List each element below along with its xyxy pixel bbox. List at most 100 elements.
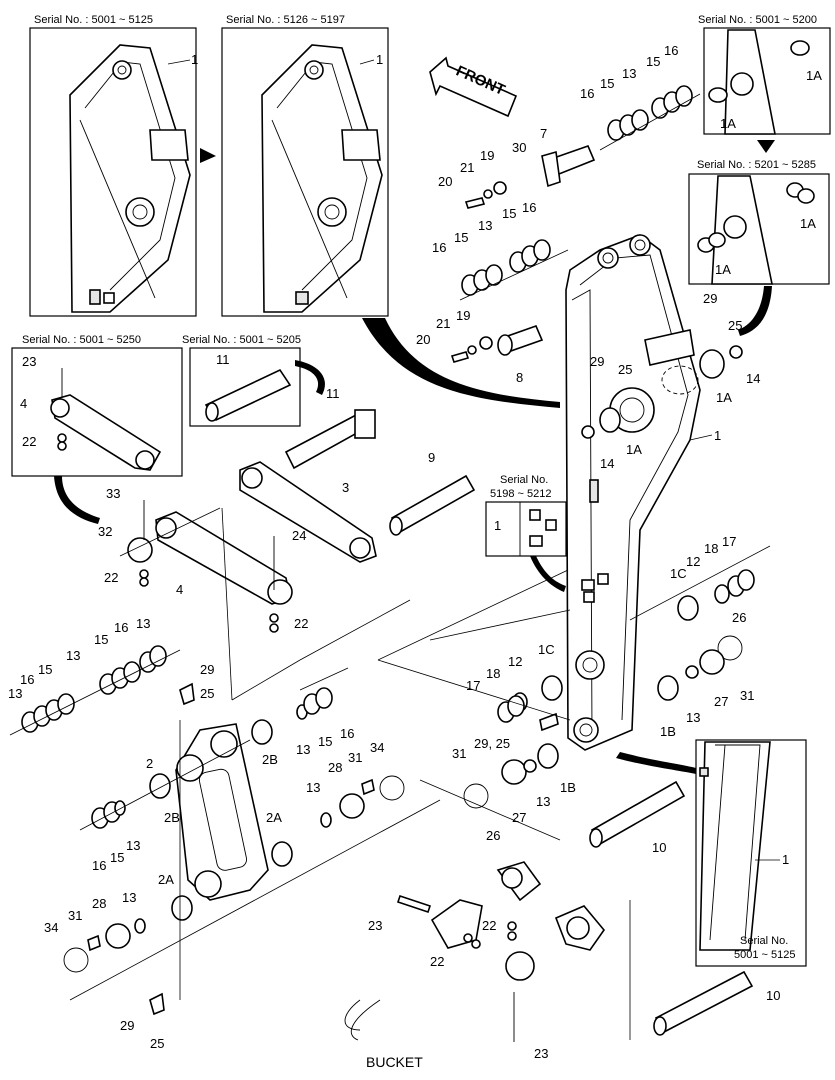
callout-15: 15 (38, 662, 52, 677)
callout-2B: 2B (164, 810, 180, 825)
callout-1: 1 (714, 428, 721, 443)
inset-label: Serial No. : 5001 ~ 5200 (698, 14, 817, 26)
link-2: 29 25 2 2B 2B 2A 2A 16 15 13 13 15 16 13… (44, 662, 405, 1051)
connector-band (54, 476, 100, 524)
callout-1A: 1A (715, 262, 731, 277)
callout-22: 22 (482, 918, 496, 933)
callout-12: 12 (686, 554, 700, 569)
callout-3: 3 (342, 480, 349, 495)
callout-9: 9 (428, 450, 435, 465)
callout-21: 21 (460, 160, 474, 175)
callout-1A: 1A (806, 68, 822, 83)
callout-19: 19 (456, 308, 470, 323)
callout-23: 23 (534, 1046, 548, 1061)
inset-boom-serial-5001-5125: Serial No. : 5001 ~ 5125 1 (29, 14, 198, 317)
callout-1A: 1A (626, 442, 642, 457)
callout-7: 7 (540, 126, 547, 141)
callout-28: 28 (92, 896, 106, 911)
arm-assembly: 1 (565, 234, 721, 751)
callout-2A: 2A (266, 810, 282, 825)
callout-26: 26 (732, 610, 746, 625)
inset-plate-serial-5198-5212: Serial No. 5198 ~ 5212 1 (485, 474, 567, 557)
link-4: 33 32 22 4 24 22 (98, 486, 308, 633)
inset-label: 5198 ~ 5212 (490, 488, 551, 500)
connector-band (362, 318, 560, 408)
callout-22: 22 (294, 616, 308, 631)
callout-18: 18 (486, 666, 500, 681)
callout-16: 16 (340, 726, 354, 741)
callout-15: 15 (110, 850, 124, 865)
callout-25: 25 (200, 686, 214, 701)
callout-13: 13 (122, 890, 136, 905)
shim-stack-mid: 16 15 13 15 16 (432, 200, 551, 296)
inset-label: Serial No. : 5001 ~ 5250 (22, 334, 141, 346)
callout-22: 22 (104, 570, 118, 585)
shim-stack-top: 16 15 13 15 16 (580, 43, 693, 141)
callout-25: 25 (150, 1036, 164, 1051)
callout-2B: 2B (262, 752, 278, 767)
callout-26: 26 (486, 828, 500, 843)
callout-24: 24 (292, 528, 306, 543)
callout-30: 30 (512, 140, 526, 155)
callout-16: 16 (92, 858, 106, 873)
inset-label: Serial No. : 5001 ~ 5125 (34, 14, 153, 26)
inset-label: Serial No. (740, 935, 788, 947)
callout-13: 13 (136, 616, 150, 631)
callout-1A: 1A (720, 116, 736, 131)
callout-20: 20 (438, 174, 452, 189)
callout-15: 15 (646, 54, 660, 69)
arrow-down-icon (757, 140, 775, 153)
callout-1: 1 (376, 52, 383, 67)
callout-1: 1 (191, 52, 198, 67)
callout-16: 16 (664, 43, 678, 58)
callout-25: 25 (618, 362, 632, 377)
callout-29: 29 (200, 662, 214, 677)
callout-13: 13 (8, 686, 22, 701)
front-arrow-icon: FRONT (429, 56, 518, 118)
pin-10: 10 10 (589, 780, 780, 1036)
callout-1C: 1C (538, 642, 555, 657)
callout-18: 18 (704, 541, 718, 556)
callout-16: 16 (580, 86, 594, 101)
callout-1B: 1B (660, 724, 676, 739)
callout-15: 15 (502, 206, 516, 221)
callout-34: 34 (44, 920, 58, 935)
callout-15: 15 (318, 734, 332, 749)
callout-15: 15 (600, 76, 614, 91)
connector-band (616, 752, 696, 774)
connector-band (530, 556, 566, 592)
callout-13: 13 (296, 742, 310, 757)
callout-1C: 1C (670, 566, 687, 581)
callout-15: 15 (454, 230, 468, 245)
inset-bush-serial-5001-5200: Serial No. : 5001 ~ 5200 1A 1A (698, 14, 831, 135)
callout-29-25: 29, 25 (474, 736, 510, 751)
callout-12: 12 (508, 654, 522, 669)
callout-29: 29 (703, 291, 717, 306)
inset-bush-serial-5201-5285: Serial No. : 5201 ~ 5285 1A 1A (688, 159, 830, 285)
callout-13: 13 (126, 838, 140, 853)
callout-22: 22 (430, 954, 444, 969)
inset-link-serial-5001-5250: Serial No. : 5001 ~ 5250 23 4 22 (11, 334, 183, 477)
callout-16: 16 (522, 200, 536, 215)
callout-34: 34 (370, 740, 384, 755)
callout-21: 21 (436, 316, 450, 331)
leader-lines (9, 93, 771, 1040)
callout-17: 17 (466, 678, 480, 693)
callout-32: 32 (98, 524, 112, 539)
pin-7: 7 30 19 21 20 (438, 126, 596, 209)
bush-1C-left: 1C 12 18 17 29, 25 1B 13 27 31 26 (452, 642, 576, 843)
callout-29: 29 (590, 354, 604, 369)
callout-28: 28 (328, 760, 342, 775)
callout-14: 14 (600, 456, 614, 471)
callout-31: 31 (68, 908, 82, 923)
callout-20: 20 (416, 332, 430, 347)
callout-23: 23 (368, 918, 382, 933)
callout-31: 31 (348, 750, 362, 765)
callout-10: 10 (652, 840, 666, 855)
callout-16: 16 (432, 240, 446, 255)
callout-1: 1 (782, 852, 789, 867)
callout-13: 13 (478, 218, 492, 233)
connector-band (738, 286, 772, 336)
callout-19: 19 (480, 148, 494, 163)
